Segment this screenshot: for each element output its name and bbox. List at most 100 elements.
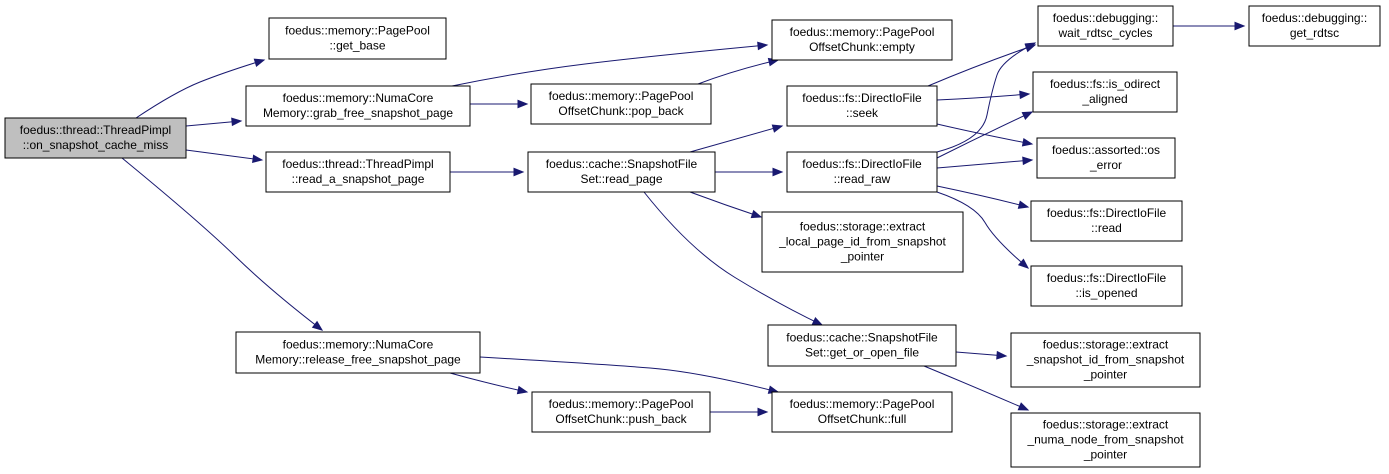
edge-line <box>479 356 779 393</box>
node-label-line: _aligned <box>1081 92 1127 106</box>
call-edge-n0-to-n2 <box>185 117 243 127</box>
node-box <box>1010 412 1201 468</box>
function-node[interactable]: foedus::assorted::os_error <box>1036 137 1176 179</box>
function-node[interactable]: foedus::debugging::get_rdtsc <box>1248 5 1381 47</box>
node-label-line: foedus::fs::DirectIoFile <box>802 157 922 171</box>
function-node[interactable]: foedus::memory::PagePool::get_base <box>268 17 447 60</box>
arrowhead <box>1019 90 1031 100</box>
node-box <box>235 331 481 374</box>
arrowhead <box>1234 21 1246 31</box>
edge-line <box>936 185 1029 208</box>
call-edge-n9-to-n15 <box>936 90 1031 101</box>
call-edge-n0-to-n4 <box>121 157 324 331</box>
edge-line <box>689 191 762 218</box>
call-edge-n14-to-n21 <box>1173 21 1246 31</box>
edge-line <box>449 372 528 393</box>
arrowhead <box>311 320 324 331</box>
node-label-line: Memory::grab_free_snapshot_page <box>263 106 453 120</box>
node-box <box>771 391 953 433</box>
call-edge-n10-to-n14 <box>936 42 1037 153</box>
edge-line <box>135 59 265 119</box>
node-box <box>1248 5 1381 47</box>
function-node[interactable]: foedus::memory::PagePoolOffsetChunk::ful… <box>771 391 953 433</box>
node-label-line: foedus::memory::PagePool <box>790 25 935 39</box>
node-label-line: ::read_raw <box>834 172 891 186</box>
edge-line <box>689 125 783 153</box>
edge-line <box>451 44 768 87</box>
node-label-line: _snapshot_id_from_snapshot <box>1026 353 1185 367</box>
node-label-line: Memory::release_free_snapshot_page <box>255 353 461 367</box>
arrowhead <box>1017 200 1030 209</box>
function-node[interactable]: foedus::fs::DirectIoFile::read <box>1030 200 1183 242</box>
node-label-line: _local_page_id_from_snapshot <box>778 235 946 249</box>
node-label-line: ::read_a_snapshot_page <box>292 172 425 186</box>
root-function-node[interactable]: foedus::thread::ThreadPimpl::on_snapshot… <box>4 117 187 159</box>
function-node[interactable]: foedus::memory::PagePoolOffsetChunk::pus… <box>531 391 711 433</box>
node-label-line: foedus::thread::ThreadPimpl <box>282 157 433 171</box>
call-edge-n6-to-n9 <box>689 124 784 153</box>
node-label-line: OffsetChunk::push_back <box>555 412 687 426</box>
node-label-line: OffsetChunk::pop_back <box>558 104 684 118</box>
node-label-line: Set::get_or_open_file <box>805 346 919 360</box>
function-node[interactable]: foedus::memory::NumaCoreMemory::release_… <box>235 331 481 374</box>
node-box <box>527 151 716 193</box>
node-label-line: foedus::fs::is_odirect <box>1050 77 1161 91</box>
function-node[interactable]: foedus::fs::DirectIoFile::seek <box>786 85 938 127</box>
node-label-line: foedus::storage::extract <box>1043 338 1169 352</box>
node-box <box>265 151 451 193</box>
node-label-line: ::is_opened <box>1075 286 1137 300</box>
function-node[interactable]: foedus::cache::SnapshotFileSet::get_or_o… <box>767 324 957 367</box>
arrowhead <box>811 316 824 326</box>
node-label-line: _pointer <box>840 250 884 264</box>
function-node[interactable]: foedus::storage::extract_local_page_id_f… <box>761 211 964 273</box>
arrowhead <box>231 117 243 127</box>
node-box <box>1032 71 1178 113</box>
function-node[interactable]: foedus::storage::extract_snapshot_id_fro… <box>1010 332 1201 388</box>
node-box <box>268 17 447 60</box>
node-label-line: foedus::memory::NumaCore <box>283 338 434 352</box>
function-node[interactable]: foedus::storage::extract_numa_node_from_… <box>1010 412 1201 468</box>
node-box <box>767 324 957 367</box>
arrowhead <box>750 209 763 219</box>
arrowhead <box>772 167 784 177</box>
call-edge-n10-to-n17 <box>936 185 1030 209</box>
call-edge-n5-to-n8 <box>697 57 780 85</box>
call-edge-n9-to-n16 <box>936 123 1034 147</box>
function-node[interactable]: foedus::memory::PagePoolOffsetChunk::pop… <box>530 83 712 125</box>
arrowhead <box>771 124 784 133</box>
node-label-line: foedus::fs::DirectIoFile <box>802 91 922 105</box>
function-node[interactable]: foedus::memory::PagePoolOffsetChunk::emp… <box>771 19 953 61</box>
node-label-line: foedus::assorted::os <box>1052 143 1160 157</box>
function-node[interactable]: foedus::debugging::wait_rdtsc_cycles <box>1037 5 1174 47</box>
call-edge-n0-to-n1 <box>135 58 266 119</box>
edge-line <box>936 191 1029 269</box>
node-box <box>1030 200 1183 242</box>
call-edge-n12-to-n19 <box>955 350 1008 360</box>
node-label-line: OffsetChunk::full <box>818 412 907 426</box>
call-edge-n6-to-n11 <box>689 191 763 219</box>
function-node[interactable]: foedus::fs::is_odirect_aligned <box>1032 71 1178 113</box>
arrowhead <box>757 407 769 417</box>
edge-line <box>185 149 263 161</box>
edge-line <box>643 191 823 326</box>
call-edge-n4-to-n13 <box>479 356 780 394</box>
node-box <box>786 85 938 127</box>
call-edge-n10-to-n15 <box>936 111 1034 159</box>
function-node[interactable]: foedus::thread::ThreadPimpl::read_a_snap… <box>265 151 451 193</box>
function-node[interactable]: foedus::fs::DirectIoFile::is_opened <box>1030 265 1183 307</box>
edge-line <box>936 93 1030 101</box>
function-node[interactable]: foedus::fs::DirectIoFile::read_raw <box>786 151 938 193</box>
call-edge-n10-to-n18 <box>936 191 1030 269</box>
node-box <box>771 19 953 61</box>
node-label-line: foedus::fs::DirectIoFile <box>1047 271 1167 285</box>
node-box <box>1037 5 1174 47</box>
node-label-line: wait_rdtsc_cycles <box>1057 26 1152 40</box>
function-node[interactable]: foedus::memory::NumaCoreMemory::grab_fre… <box>245 85 471 127</box>
call-edge-n2-to-n5 <box>470 99 529 109</box>
node-label-line: foedus::memory::PagePool <box>790 397 935 411</box>
function-node[interactable]: foedus::cache::SnapshotFileSet::read_pag… <box>527 151 716 193</box>
node-box <box>1030 265 1183 307</box>
arrowhead <box>996 350 1008 360</box>
node-label-line: foedus::memory::NumaCore <box>283 91 434 105</box>
